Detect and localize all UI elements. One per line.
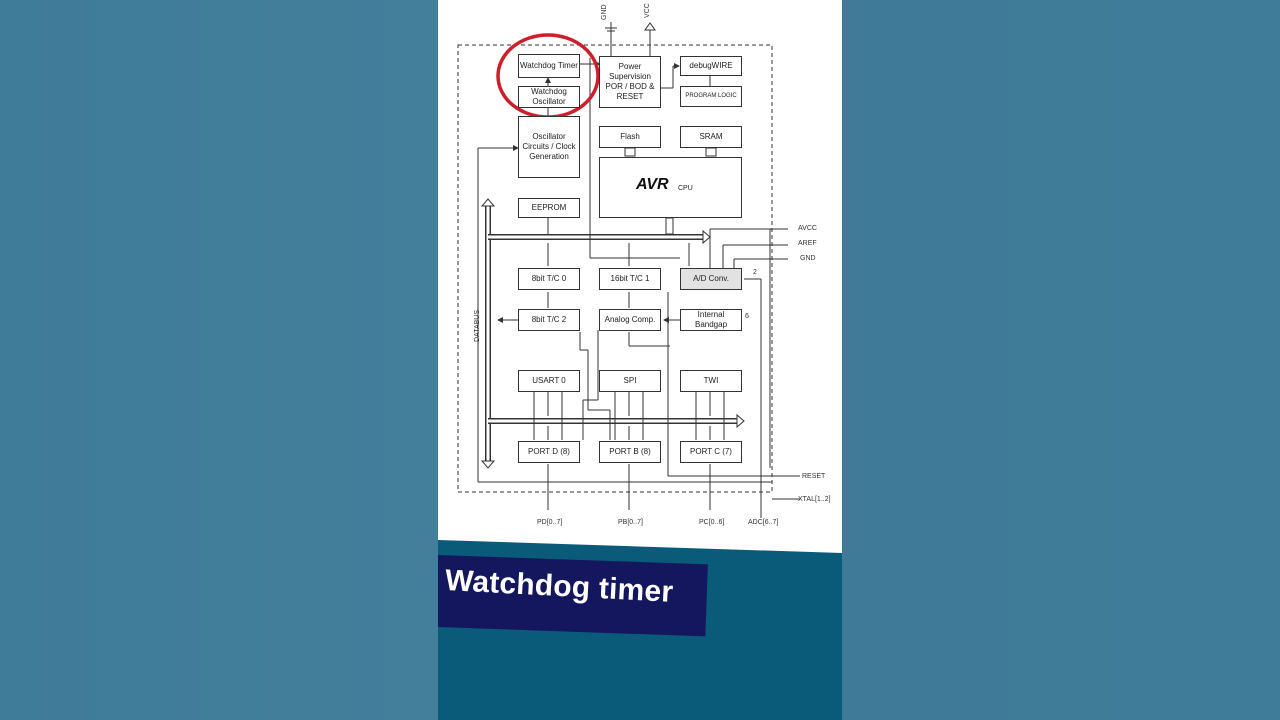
spi-block: SPI (599, 370, 661, 392)
avcc-label: AVCC (798, 225, 817, 232)
two-bit-label: 2 (753, 269, 757, 276)
background-left (0, 0, 438, 720)
twi-block: TWI (680, 370, 742, 392)
internal-bandgap-block: Internal Bandgap (680, 309, 742, 331)
video-panel: Watchdog Timer Watchdog Oscillator Oscil… (438, 0, 842, 720)
timer-counter-2-block: 8bit T/C 2 (518, 309, 580, 331)
port-c-block: PORT C (7) (680, 441, 742, 463)
pc-label: PC[0..6] (699, 519, 725, 526)
avr-logo: AVR (636, 176, 669, 193)
debugwire-block: debugWIRE (680, 56, 742, 76)
gnd-label: GND (800, 255, 816, 262)
port-d-block: PORT D (8) (518, 441, 580, 463)
analog-comparator-block: Analog Comp. (599, 309, 661, 331)
timer-counter-1-block: 16bit T/C 1 (599, 268, 661, 290)
oscillator-block: Oscillator Circuits / Clock Generation (518, 116, 580, 178)
aref-label: AREF (798, 240, 817, 247)
usart-block: USART 0 (518, 370, 580, 392)
xtal-label: XTAL[1..2] (798, 496, 831, 503)
reset-label: RESET (802, 473, 826, 480)
ad-converter-block: A/D Conv. (680, 268, 742, 290)
timer-counter-0-block: 8bit T/C 0 (518, 268, 580, 290)
power-supervision-block: Power Supervision POR / BOD & RESET (599, 56, 661, 108)
program-logic-block: PROGRAM LOGIC (680, 86, 742, 107)
background-right (842, 0, 1280, 720)
sram-block: SRAM (680, 126, 742, 148)
flash-block: Flash (599, 126, 661, 148)
eeprom-block: EEPROM (518, 198, 580, 218)
pd-label: PD[0..7] (537, 519, 563, 526)
cpu-label: CPU (678, 185, 693, 192)
pb-label: PB[0..7] (618, 519, 643, 526)
six-bit-label: 6 (745, 313, 749, 320)
databus-label: DATABUS (474, 309, 481, 342)
port-b-block: PORT B (8) (599, 441, 661, 463)
watchdog-timer-block: Watchdog Timer (518, 54, 580, 78)
vcc-top-label: VCC (644, 3, 651, 18)
watchdog-oscillator-block: Watchdog Oscillator (518, 86, 580, 108)
chip-outline (457, 44, 773, 493)
gnd-top-label: GND (601, 4, 608, 20)
adc-pins-label: ADC[6..7] (748, 519, 779, 526)
avr-cpu-block (599, 157, 742, 218)
